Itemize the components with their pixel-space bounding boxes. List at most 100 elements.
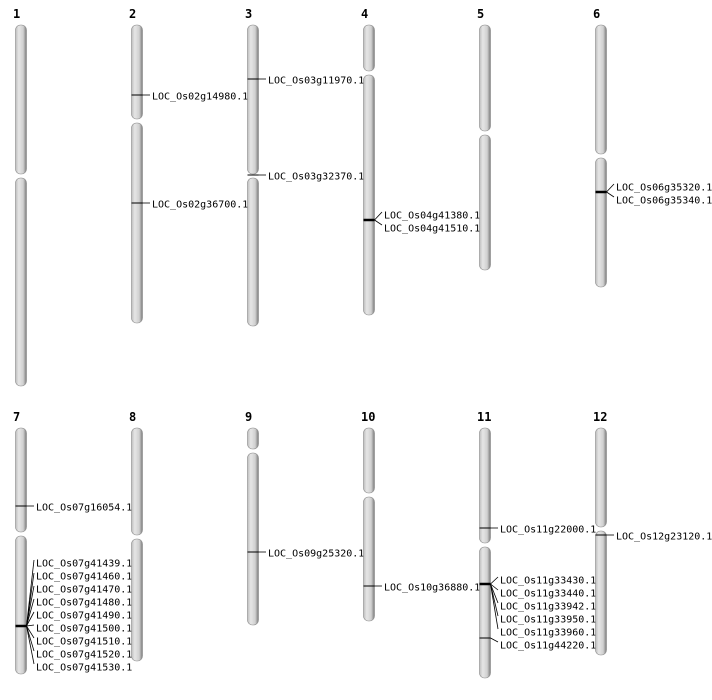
chromosome-short-arm — [595, 24, 607, 155]
chromosome-long-arm — [247, 177, 259, 327]
chromosome-number: 9 — [245, 410, 252, 424]
label-connector — [26, 624, 35, 627]
gene-label: LOC_Os11g44220.1 — [500, 641, 596, 652]
chromosome-number: 4 — [361, 7, 368, 21]
chromosome-short-arm — [15, 427, 27, 533]
chromosome-long-arm — [595, 530, 607, 656]
chromosome-long-arm — [15, 535, 27, 675]
chromosome-long-arm — [595, 157, 607, 288]
chromosome-short-arm — [247, 427, 259, 450]
gene-locus: LOC_Os12g23120.1 — [595, 532, 712, 543]
gene-label: LOC_Os07g16054.1 — [36, 503, 132, 514]
chromosome-short-arm — [131, 24, 143, 120]
chromosome-long-arm — [363, 74, 375, 316]
chromosome-number: 6 — [593, 7, 600, 21]
chromosome-11: 11LOC_Os11g22000.1LOC_Os11g33430.1LOC_Os… — [477, 410, 596, 679]
gene-label: LOC_Os07g41490.1 — [36, 611, 132, 622]
label-connector — [606, 191, 615, 198]
chromosome-1: 1 — [13, 7, 27, 387]
gene-locus: LOC_Os11g44220.1 — [479, 637, 596, 652]
gene-label: LOC_Os02g36700.1 — [152, 200, 248, 211]
label-connector — [490, 637, 499, 643]
gene-label: LOC_Os11g22000.1 — [500, 525, 596, 536]
chromosome-number: 10 — [361, 410, 375, 424]
gene-locus: LOC_Os02g36700.1 — [131, 200, 248, 211]
chromosome-number: 8 — [129, 410, 136, 424]
chromosome-number: 5 — [477, 7, 484, 21]
label-connector — [374, 211, 383, 221]
gene-label: LOC_Os11g33960.1 — [500, 628, 596, 639]
chromosome-long-arm — [479, 134, 491, 271]
chromosome-long-arm — [131, 122, 143, 324]
gene-label: LOC_Os04g41510.1 — [384, 224, 480, 235]
chromosome-short-arm — [15, 24, 27, 175]
label-connector — [26, 598, 35, 627]
gene-label: LOC_Os07g41510.1 — [36, 637, 132, 648]
chromosome-long-arm — [247, 452, 259, 626]
gene-locus: LOC_Os09g25320.1 — [247, 549, 364, 560]
label-connector — [490, 583, 499, 604]
label-connector — [374, 219, 383, 226]
chromosome-number: 7 — [13, 410, 20, 424]
chromosome-7: 7LOC_Os07g16054.1LOC_Os07g41439.1LOC_Os0… — [13, 410, 132, 675]
label-connector — [26, 611, 35, 627]
chromosome-number: 3 — [245, 7, 252, 21]
label-connector — [26, 585, 35, 627]
gene-label: LOC_Os04g41380.1 — [384, 211, 480, 222]
gene-label: LOC_Os09g25320.1 — [268, 549, 364, 560]
gene-locus: LOC_Os03g32370.1 — [247, 172, 364, 183]
gene-locus: LOC_Os02g14980.1 — [131, 92, 248, 103]
chromosome-short-arm — [363, 24, 375, 72]
gene-label: LOC_Os11g33950.1 — [500, 615, 596, 626]
gene-locus: LOC_Os03g11970.1 — [247, 76, 364, 87]
chromosome-long-arm — [363, 496, 375, 622]
label-connector — [490, 583, 499, 630]
gene-label: LOC_Os11g33942.1 — [500, 602, 596, 613]
gene-locus: LOC_Os07g16054.1 — [15, 503, 132, 514]
chromosome-number: 11 — [477, 410, 491, 424]
label-connector — [490, 583, 499, 591]
gene-label: LOC_Os10g36880.1 — [384, 583, 480, 594]
chromosome-number: 12 — [593, 410, 607, 424]
gene-label: LOC_Os07g41460.1 — [36, 572, 132, 583]
chromosome-short-arm — [479, 427, 491, 544]
gene-locus: LOC_Os11g22000.1 — [479, 525, 596, 536]
chromosome-long-arm — [131, 538, 143, 662]
chromosome-short-arm — [479, 24, 491, 132]
chromosome-short-arm — [595, 427, 607, 528]
label-connector — [26, 625, 35, 665]
gene-label: LOC_Os07g41530.1 — [36, 663, 132, 674]
gene-label: LOC_Os07g41470.1 — [36, 585, 132, 596]
label-connector — [26, 625, 35, 639]
chromosome-long-arm — [15, 177, 27, 387]
chromosome-short-arm — [363, 427, 375, 494]
label-connector — [490, 576, 499, 585]
gene-label: LOC_Os06g35320.1 — [616, 183, 712, 194]
gene-label: LOC_Os02g14980.1 — [152, 92, 248, 103]
gene-label: LOC_Os07g41520.1 — [36, 650, 132, 661]
chromosome-short-arm — [247, 24, 259, 175]
chromosome-number: 2 — [129, 7, 136, 21]
gene-label: LOC_Os03g32370.1 — [268, 172, 364, 183]
chromosome-8: 8 — [129, 410, 143, 662]
gene-label: LOC_Os07g41439.1 — [36, 559, 132, 570]
gene-label: LOC_Os03g11970.1 — [268, 76, 364, 87]
gene-label: LOC_Os11g33430.1 — [500, 576, 596, 587]
gene-label: LOC_Os12g23120.1 — [616, 532, 712, 543]
gene-label: LOC_Os11g33440.1 — [500, 589, 596, 600]
gene-label: LOC_Os07g41500.1 — [36, 624, 132, 635]
gene-locus: LOC_Os07g41439.1LOC_Os07g41460.1LOC_Os07… — [15, 559, 132, 674]
label-connector — [26, 625, 35, 652]
chromosome-long-arm — [479, 546, 491, 679]
gene-locus: LOC_Os11g33430.1LOC_Os11g33440.1LOC_Os11… — [479, 576, 596, 639]
